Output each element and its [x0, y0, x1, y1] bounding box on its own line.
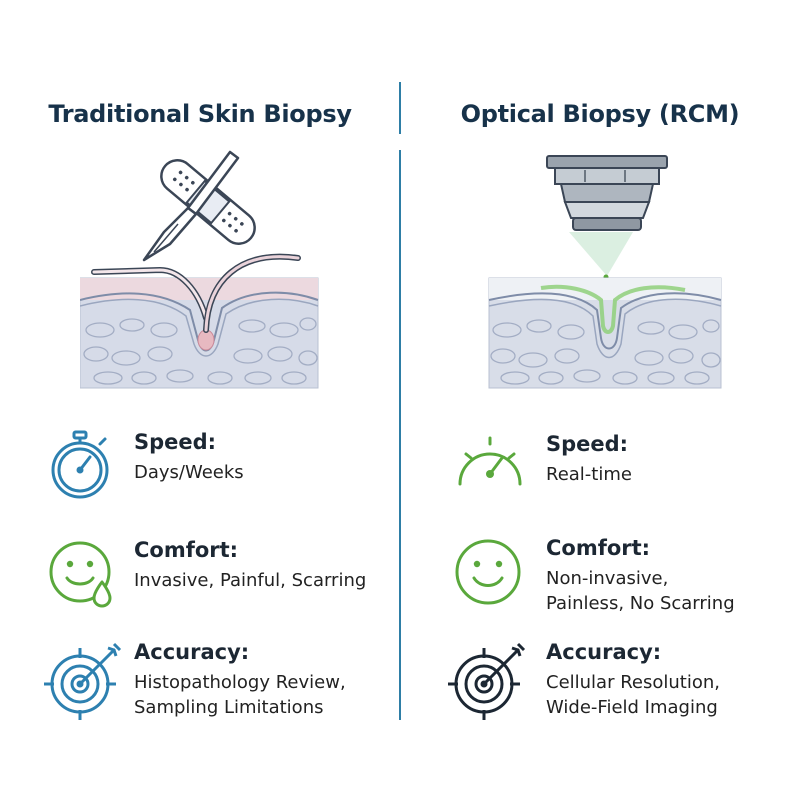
smiley-with-drop-icon — [49, 541, 112, 608]
target-arrow-icon — [448, 642, 526, 720]
left-speed-value: Days/Weeks — [134, 462, 244, 483]
left-accuracy-value-line2: Sampling Limitations — [134, 697, 324, 718]
left-comfort-label: Comfort: — [134, 538, 239, 562]
column-divider-top — [399, 82, 401, 134]
left-accuracy-value-line1: Histopathology Review, — [134, 672, 346, 693]
microscope-objective-icon — [546, 155, 668, 231]
right-speed-label: Speed: — [546, 432, 629, 456]
column-divider — [399, 150, 401, 720]
speedometer-icon — [458, 436, 522, 486]
left-comfort-value: Invasive, Painful, Scarring — [134, 570, 367, 591]
traditional-biopsy-illustration — [80, 150, 319, 389]
optical-biopsy-illustration — [488, 155, 722, 389]
right-comfort-label: Comfort: — [546, 536, 651, 560]
right-accuracy-value-line1: Cellular Resolution, — [546, 672, 720, 693]
right-comfort-value-line2: Painless, No Scarring — [546, 593, 735, 614]
left-accuracy-label: Accuracy: — [134, 640, 250, 664]
right-accuracy-value-line2: Wide-Field Imaging — [546, 697, 718, 718]
left-speed-label: Speed: — [134, 430, 217, 454]
stopwatch-icon — [51, 430, 109, 499]
bandage-icon — [160, 159, 256, 245]
right-speed-value: Real-time — [546, 464, 632, 485]
right-accuracy-label: Accuracy: — [546, 640, 662, 664]
right-comfort-value-line1: Non-invasive, — [546, 568, 669, 589]
scalpel-icon — [142, 150, 240, 262]
right-title: Optical Biopsy (RCM) — [460, 100, 740, 128]
left-title: Traditional Skin Biopsy — [48, 100, 352, 128]
skin-cross-section — [488, 277, 722, 389]
skin-cross-section — [80, 277, 319, 389]
target-arrow-icon — [44, 642, 122, 720]
smiley-icon — [455, 539, 521, 605]
laser-beam — [569, 232, 633, 276]
